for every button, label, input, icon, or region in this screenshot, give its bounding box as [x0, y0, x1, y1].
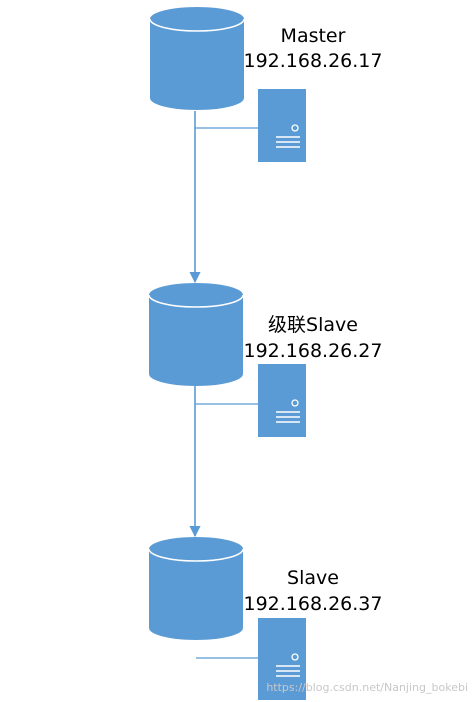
node-cascade-slave: 级联Slave 192.168.26.27	[148, 283, 383, 437]
server-icon	[258, 364, 306, 437]
database-icon	[148, 537, 244, 640]
watermark: https://blog.csdn.net/Nanjing_bokebi	[266, 681, 468, 694]
database-icon	[149, 7, 245, 110]
node-ip-slave: 192.168.26.37	[243, 593, 382, 615]
node-ip-cascade-slave: 192.168.26.27	[243, 340, 382, 362]
node-ip-master: 192.168.26.17	[243, 50, 382, 72]
node-name-master: Master	[281, 25, 346, 47]
node-slave: Slave 192.168.26.37	[148, 537, 383, 700]
node-name-slave: Slave	[287, 567, 339, 589]
server-icon	[258, 89, 306, 162]
database-icon	[148, 283, 244, 386]
node-master: Master 192.168.26.17	[149, 7, 383, 162]
server-icon	[258, 618, 306, 700]
node-name-cascade-slave: 级联Slave	[268, 314, 358, 336]
